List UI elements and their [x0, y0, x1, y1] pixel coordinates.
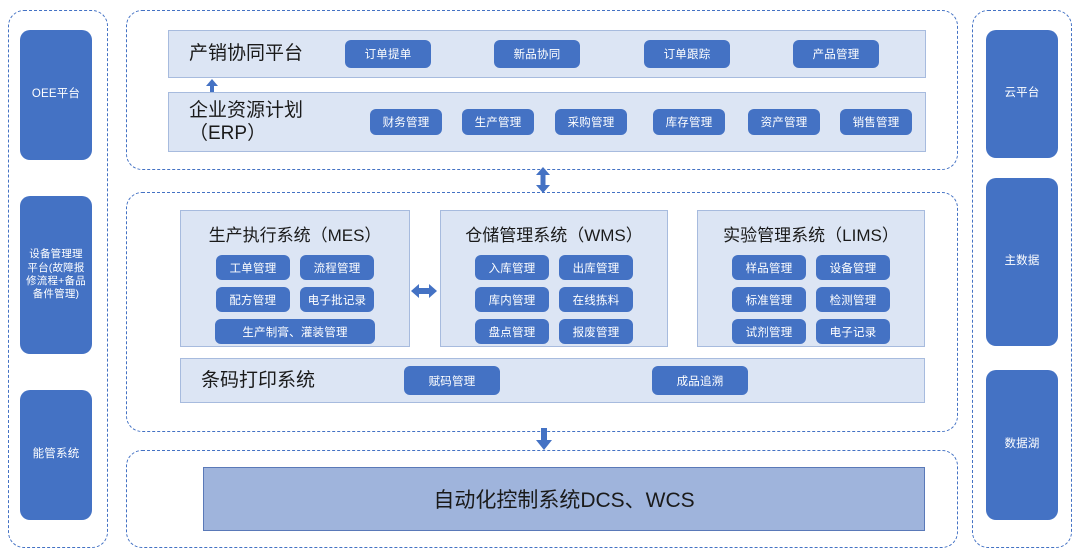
chip-code-assignment-management[interactable]: 赋码管理 — [404, 366, 500, 395]
chip-label: 配方管理 — [229, 294, 277, 307]
barcode-printing-title: 条码打印系统 — [201, 369, 316, 391]
chip-finance-management[interactable]: 财务管理 — [370, 109, 442, 135]
chip-order-tracking[interactable]: 订单跟踪 — [644, 40, 730, 68]
chip-label: 检测管理 — [829, 294, 877, 307]
chip-purchasing-management[interactable]: 采购管理 — [555, 109, 627, 135]
chip-label: 采购管理 — [567, 117, 615, 129]
chip-asset-management[interactable]: 资产管理 — [748, 109, 820, 135]
chip-label: 电子记录 — [829, 326, 877, 339]
chip-label: 入库管理 — [488, 262, 536, 275]
chip-label: 盘点管理 — [488, 326, 536, 339]
chip-electronic-record[interactable]: 电子记录 — [816, 319, 890, 344]
sidebar-item-oee-platform[interactable]: OEE平台 — [20, 30, 92, 160]
chip-finished-product-traceability[interactable]: 成品追溯 — [652, 366, 748, 395]
sidebar-item-label: 云平台 — [1004, 87, 1040, 100]
chip-inventory-management[interactable]: 库存管理 — [653, 109, 725, 135]
chip-sales-management[interactable]: 销售管理 — [840, 109, 912, 135]
chip-outbound-management[interactable]: 出库管理 — [559, 255, 633, 280]
lims-chip-grid: 样品管理 设备管理 标准管理 检测管理 试剂管理 电子记录 — [698, 255, 924, 344]
sidebar-item-master-data[interactable]: 主数据 — [986, 178, 1058, 346]
mes-to-wms-arrow — [411, 284, 437, 298]
barcode-printing-row: 条码打印系统 — [180, 358, 925, 403]
sidebar-item-cloud-platform[interactable]: 云平台 — [986, 30, 1058, 158]
chip-label: 电子批记录 — [307, 294, 367, 307]
chip-label: 成品追溯 — [676, 375, 724, 388]
wms-chip-grid: 入库管理 出库管理 库内管理 在线拣料 盘点管理 报废管理 — [441, 255, 667, 344]
chip-label: 资产管理 — [760, 117, 808, 129]
chip-label: 试剂管理 — [745, 326, 793, 339]
chip-label: 生产管理 — [474, 117, 522, 129]
lims-title: 实验管理系统（LIMS） — [723, 226, 899, 245]
mes-chip-grid: 工单管理 流程管理 配方管理 电子批记录 生产制膏、灌装管理 — [181, 255, 409, 344]
chip-electronic-batch-record[interactable]: 电子批记录 — [299, 287, 375, 312]
sidebar-item-equipment-management-platform[interactable]: 设备管理理平台(故障报修流程+备品备件管理) — [20, 196, 92, 354]
chip-new-product-collaboration[interactable]: 新品协同 — [494, 40, 580, 68]
chip-process-management[interactable]: 流程管理 — [300, 255, 374, 280]
sidebar-item-label: 能管系统 — [32, 448, 80, 461]
chip-label: 设备管理 — [829, 262, 877, 275]
chip-in-warehouse-management[interactable]: 库内管理 — [475, 287, 549, 312]
chip-standard-management[interactable]: 标准管理 — [732, 287, 806, 312]
chip-label: 库内管理 — [488, 294, 536, 307]
sidebar-item-label: OEE平台 — [31, 88, 81, 101]
chip-order-submission[interactable]: 订单提单 — [345, 40, 431, 68]
chip-label: 工单管理 — [229, 262, 277, 275]
sidebar-item-label: 设备管理理平台(故障报修流程+备品备件管理) — [26, 248, 86, 301]
middle-to-bottom-arrow — [536, 428, 552, 450]
chip-label: 标准管理 — [745, 294, 793, 307]
sidebar-item-label: 数据湖 — [1004, 438, 1040, 451]
chip-label: 样品管理 — [745, 262, 793, 275]
chip-label: 赋码管理 — [428, 375, 476, 388]
chip-equipment-management[interactable]: 设备管理 — [816, 255, 890, 280]
erp-title: 企业资源计划 （ERP） — [189, 99, 304, 144]
chip-label: 库存管理 — [665, 117, 713, 129]
mes-panel: 生产执行系统（MES） 工单管理 流程管理 配方管理 电子批记录 生产制膏、灌装… — [180, 210, 410, 347]
chip-online-picking[interactable]: 在线拣料 — [559, 287, 633, 312]
chip-label: 报废管理 — [572, 326, 620, 339]
mes-title: 生产执行系统（MES） — [208, 226, 382, 245]
chip-label: 出库管理 — [572, 262, 620, 275]
chip-inbound-management[interactable]: 入库管理 — [475, 255, 549, 280]
chip-reagent-management[interactable]: 试剂管理 — [732, 319, 806, 344]
sidebar-item-label: 主数据 — [1004, 255, 1040, 268]
top-to-middle-arrow — [536, 167, 550, 193]
chip-label: 财务管理 — [382, 117, 430, 129]
chip-work-order-management[interactable]: 工单管理 — [216, 255, 290, 280]
automation-control-system-band: 自动化控制系统DCS、WCS — [203, 467, 925, 531]
sales-collaboration-platform-title: 产销协同平台 — [189, 43, 304, 65]
chip-label: 订单提单 — [364, 49, 412, 61]
chip-label: 产品管理 — [812, 49, 860, 61]
chip-recipe-management[interactable]: 配方管理 — [215, 287, 290, 312]
chip-label: 生产制膏、灌装管理 — [242, 326, 348, 339]
chip-scrap-management[interactable]: 报废管理 — [559, 319, 633, 344]
chip-stocktaking-management[interactable]: 盘点管理 — [475, 319, 549, 344]
chip-label: 流程管理 — [313, 262, 361, 275]
chip-product-management[interactable]: 产品管理 — [793, 40, 879, 68]
automation-control-system-label: 自动化控制系统DCS、WCS — [433, 489, 695, 512]
sidebar-item-energy-management-system[interactable]: 能管系统 — [20, 390, 92, 520]
chip-sample-management[interactable]: 样品管理 — [732, 255, 806, 280]
chip-label: 销售管理 — [852, 117, 900, 129]
lims-panel: 实验管理系统（LIMS） 样品管理 设备管理 标准管理 检测管理 试剂管理 电子… — [697, 210, 925, 347]
wms-title: 仓储管理系统（WMS） — [465, 226, 643, 245]
chip-label: 新品协同 — [513, 49, 561, 61]
sidebar-item-data-lake[interactable]: 数据湖 — [986, 370, 1058, 520]
chip-production-management[interactable]: 生产管理 — [462, 109, 534, 135]
chip-paste-production-filling-management[interactable]: 生产制膏、灌装管理 — [215, 319, 375, 344]
chip-label: 订单跟踪 — [663, 49, 711, 61]
chip-label: 在线拣料 — [572, 294, 620, 307]
chip-testing-management[interactable]: 检测管理 — [816, 287, 890, 312]
wms-panel: 仓储管理系统（WMS） 入库管理 出库管理 库内管理 在线拣料 盘点管理 报废管… — [440, 210, 668, 347]
